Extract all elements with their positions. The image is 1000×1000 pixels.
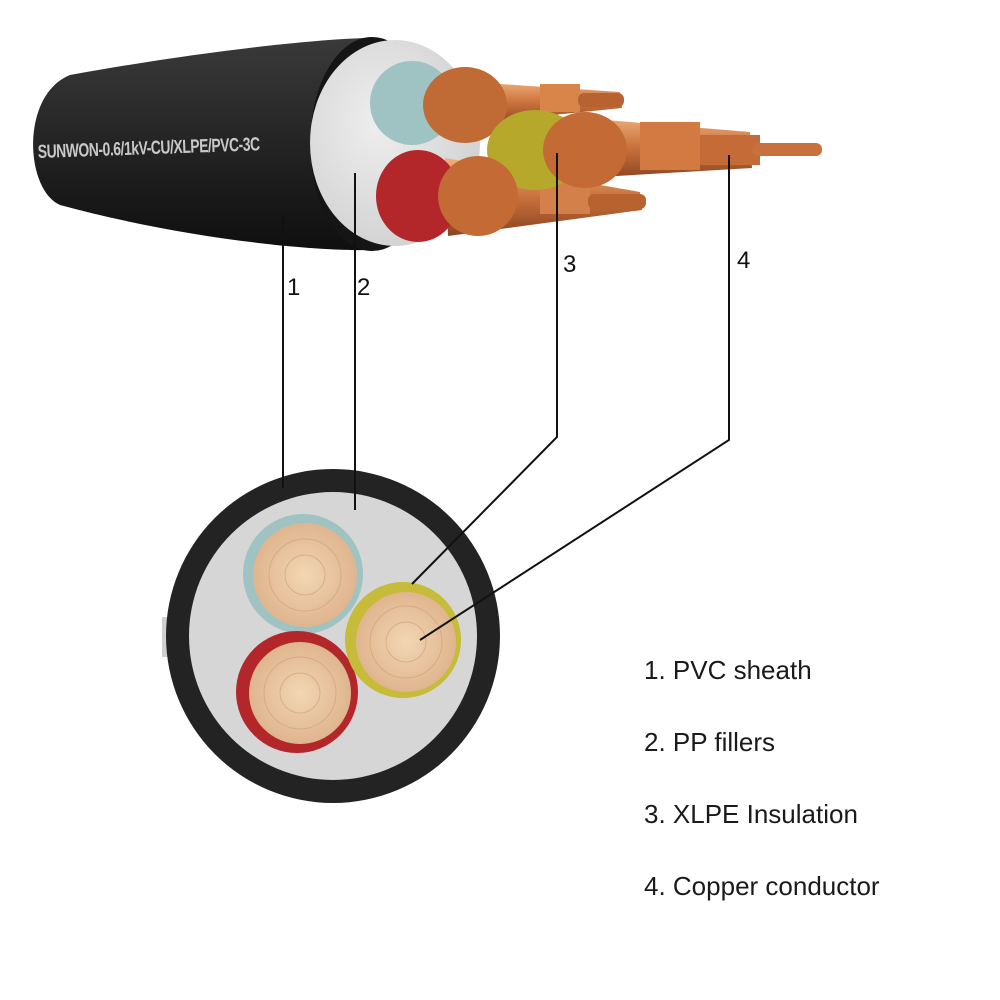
yellow-core-conductor	[356, 592, 456, 692]
callout-number-1: 1	[287, 274, 300, 301]
cable-3d: SUNWON-0.6/1kV-CU/XLPE/PVC-3C	[33, 37, 822, 251]
legend-item-copper-conductor: 4. Copper conductor	[644, 871, 880, 901]
leader-lines	[282, 153, 730, 641]
legend-item-xlpe-insulation: 3. XLPE Insulation	[644, 799, 858, 829]
red-insulation-end	[376, 150, 460, 242]
leader-line-4	[419, 155, 730, 641]
legend-item-pvc-sheath: 1. PVC sheath	[644, 655, 812, 685]
callout-number-3: 3	[563, 251, 576, 278]
strand-texture	[263, 538, 443, 730]
cable-cross-section	[162, 469, 500, 803]
blue-core-conductor	[253, 523, 357, 627]
callout-number-2: 2	[357, 274, 370, 301]
legend-item-pp-fillers: 2. PP fillers	[644, 727, 776, 757]
red-conductor-end	[438, 156, 518, 236]
blue-conductor-end	[423, 67, 507, 143]
leader-line-3	[411, 153, 558, 585]
yellow-conductor-end	[543, 112, 627, 188]
pvc-sheath-body	[33, 38, 380, 251]
legend: 1. PVC sheath 2. PP fillers 3. XLPE Insu…	[644, 652, 974, 940]
callout-number-4: 4	[737, 247, 750, 274]
